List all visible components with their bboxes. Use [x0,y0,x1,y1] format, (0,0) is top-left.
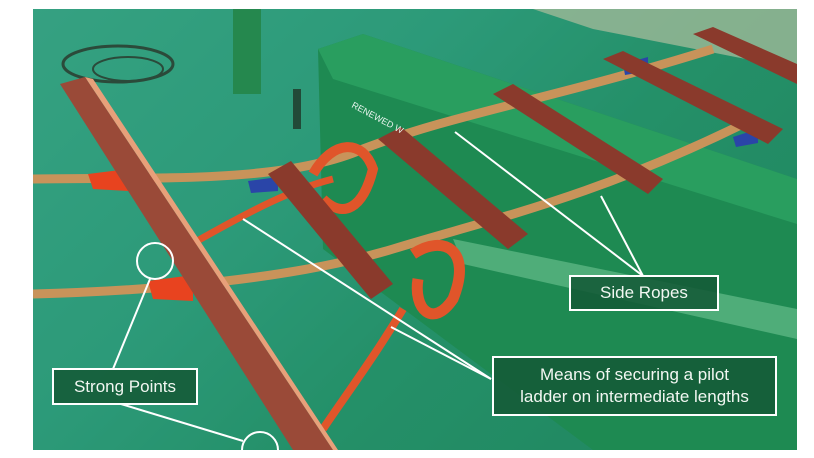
securing-means-label: Means of securing a pilot ladder on inte… [492,356,777,416]
strong-point-circle-1 [136,242,174,280]
pilot-ladder-photo: RENEWED W Side Ropes Strong Points Means… [33,9,797,450]
strong-point-circle-2 [241,431,279,450]
side-ropes-label: Side Ropes [569,275,719,311]
strong-points-label: Strong Points [52,368,198,405]
